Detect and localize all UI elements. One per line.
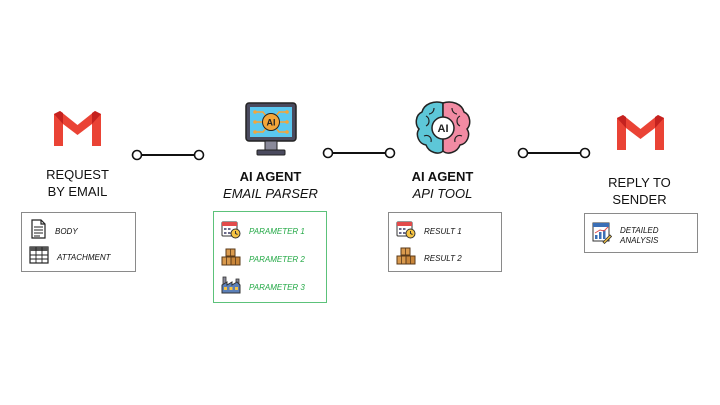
stage-line1: AI AGENT [239,169,302,184]
list-item: RESULT 1 [396,219,462,244]
stage-line2: SENDER [612,192,667,207]
list-item: ATTACHMENT [29,246,110,269]
stage-line1: REPLY TO [608,175,671,190]
boxes-icon [221,247,241,272]
boxes-icon [396,246,416,271]
gmail-icon [613,112,668,152]
list-item: RESULT 2 [396,246,462,271]
list-item-label: RESULT 2 [424,254,462,263]
stage-line2: EMAIL PARSER [223,186,318,201]
stage-title-api: AI AGENT API TOOL [380,168,505,202]
parser-parameters-box: PARAMETER 1 PARAMETER 2 PARAMETER 3 [213,211,327,303]
svg-text:AI: AI [438,123,449,135]
calendar-clock-icon [396,219,416,244]
list-item-label: RESULT 1 [424,227,462,236]
stage-title-request: REQUEST BY EMAIL [20,166,135,200]
factory-icon [221,275,241,300]
gmail-icon [50,108,105,148]
ai-monitor-icon: AI [243,100,299,158]
spreadsheet-icon [29,246,49,269]
list-item-label: ATTACHMENT [57,253,111,262]
stage-line1: AI AGENT [411,169,474,184]
chart-report-icon [592,222,613,249]
stage-title-parser: AI AGENT EMAIL PARSER [208,168,333,202]
list-item: DETAILED ANALYSIS [592,222,659,249]
stage-title-reply: REPLY TO SENDER [582,174,697,208]
stage-line1: REQUEST [46,167,109,182]
request-details-box: BODY ATTACHMENT [21,212,136,272]
reply-analysis-box: DETAILED ANALYSIS [584,213,698,253]
list-item: PARAMETER 1 [221,219,305,244]
ai-brain-icon: AI [412,98,474,158]
list-item-label: PARAMETER 2 [249,255,305,264]
connector-1 [131,149,205,161]
list-item-label: BODY [55,227,78,236]
svg-text:AI: AI [267,118,276,128]
document-icon [29,219,47,244]
connector-2 [322,147,396,159]
list-item: BODY [29,219,78,244]
calendar-clock-icon [221,219,241,244]
list-item: PARAMETER 2 [221,247,305,272]
stage-line2: BY EMAIL [47,184,108,199]
stage-line2: API TOOL [412,186,473,201]
list-item-label: PARAMETER 3 [249,283,305,292]
api-results-box: RESULT 1 RESULT 2 [388,212,502,272]
list-item: PARAMETER 3 [221,275,305,300]
list-item-label: PARAMETER 1 [249,227,305,236]
list-item-label: DETAILED ANALYSIS [620,225,659,245]
connector-3 [517,147,591,159]
